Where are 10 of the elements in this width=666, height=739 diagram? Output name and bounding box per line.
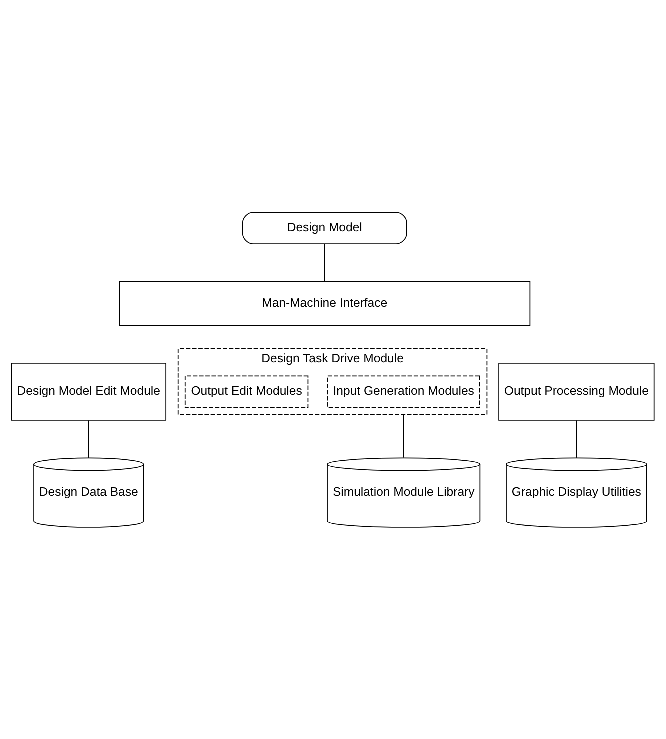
connector: [403, 414, 404, 458]
node-box: Design Model: [242, 212, 408, 244]
node-box: Input Generation Modules: [328, 375, 480, 408]
node-box: Output Processing Module: [498, 362, 655, 420]
connector: [324, 244, 326, 282]
connector: [576, 420, 578, 458]
node-box: Design Model Edit Module: [11, 362, 167, 420]
connector: [88, 420, 90, 458]
node-box: Man-Machine Interface: [119, 280, 531, 326]
node-box: Output Edit Modules: [184, 375, 309, 408]
